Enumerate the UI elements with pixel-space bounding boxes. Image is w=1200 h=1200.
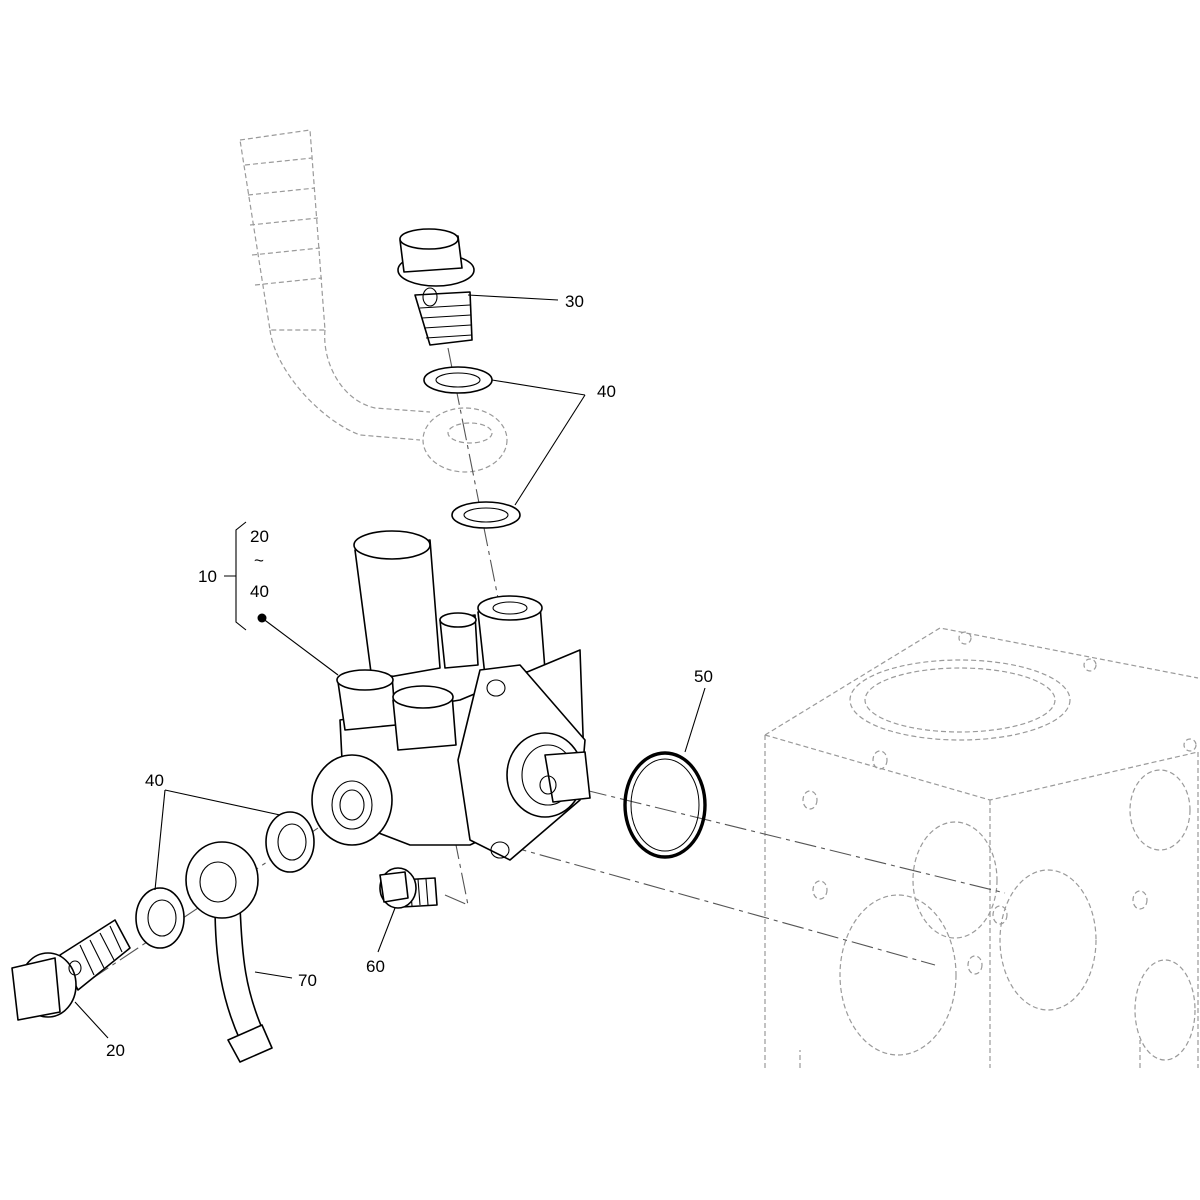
leader-40-top-a [491, 379, 586, 396]
callout-70: 70 [298, 971, 317, 990]
leader-40-left-b [154, 789, 166, 891]
callout-40-left: 40 [145, 771, 164, 790]
bracket-10 [224, 521, 247, 631]
callout-10-range-sep: ~ [254, 551, 264, 570]
washer-40-middle [451, 501, 521, 529]
callout-20: 20 [106, 1041, 125, 1060]
callout-50: 50 [694, 667, 713, 686]
leader-50 [684, 687, 706, 753]
callout-10-range-to: 40 [250, 582, 269, 601]
bolt-60 [379, 867, 438, 909]
banjo-bolt-30 [397, 228, 475, 346]
callout-40-top: 40 [597, 382, 616, 401]
leader-40-top-b [514, 394, 586, 506]
leader-60 [377, 907, 396, 953]
fuel-pipe-70 [185, 841, 273, 1063]
injector-pipe-ghost [239, 129, 508, 473]
assembly-dot-marker [257, 613, 267, 623]
washer-40-left-upper [265, 811, 315, 873]
callout-10: 10 [198, 567, 217, 586]
washer-40-left-lower [135, 887, 185, 949]
banjo-bolt-20 [11, 919, 131, 1021]
leader-lines [74, 294, 706, 1039]
leader-30 [467, 294, 559, 301]
engine-block-ghost [764, 627, 1199, 1068]
callout-labels: 30 40 50 10 20 ~ 40 40 60 70 20 [106, 292, 713, 1060]
washer-40-upper [423, 366, 493, 394]
callout-60: 60 [366, 957, 385, 976]
leader-40-left-a [164, 789, 281, 816]
leader-10 [261, 617, 339, 676]
feed-pump-assembly-10 [311, 530, 591, 861]
callout-10-range-from: 20 [250, 527, 269, 546]
leader-20 [74, 1001, 109, 1039]
callout-30: 30 [565, 292, 584, 311]
o-ring-50 [623, 751, 707, 859]
leader-70 [254, 971, 293, 979]
